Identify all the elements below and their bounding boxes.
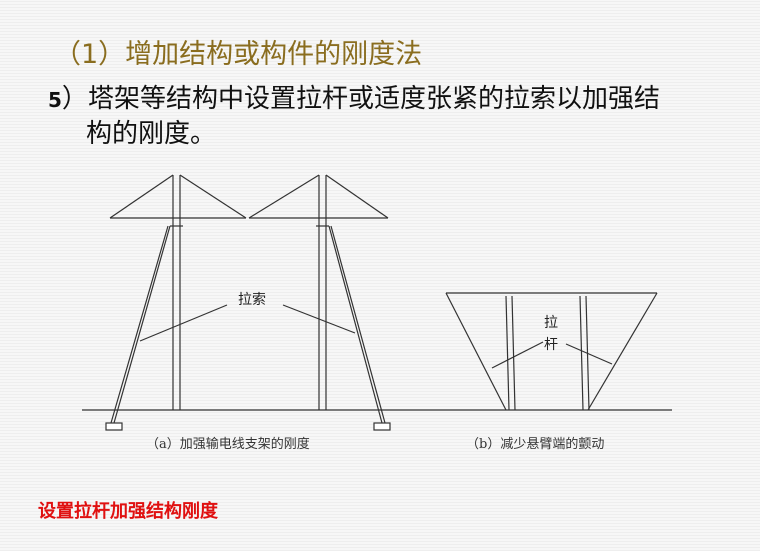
leader-cable-left (139, 304, 228, 342)
point-line-1: 5）塔架等结构中设置拉杆或适度张紧的拉索以加强结 (48, 84, 660, 114)
point-bracket: ） (61, 84, 88, 114)
point-number: 5 (48, 88, 62, 112)
tower-left (109, 174, 247, 410)
tower-right (248, 174, 389, 410)
guy-cable-left (105, 225, 171, 431)
point-text-2: 构的刚度。 (86, 119, 217, 149)
caption-a: （a）加强输电线支架的刚度 (146, 436, 310, 452)
point-5: 5）塔架等结构中设置拉杆或适度张紧的拉索以加强结 构的刚度。 (48, 82, 748, 151)
label-guy-cable: 拉索 (238, 291, 266, 308)
slide-title: （1）增加结构或构件的刚度法 (54, 39, 423, 70)
conclusion-text: 设置拉杆加强结构刚度 (38, 501, 218, 522)
guy-cable-right (328, 225, 391, 431)
label-tie-rod-2: 杆 (544, 337, 558, 353)
point-text-1: 塔架等结构中设置拉杆或适度张紧的拉索以加强结 (87, 84, 660, 114)
leader-cable-right (282, 304, 356, 334)
caption-b: （b）减少悬臂端的颤动 (466, 436, 604, 452)
tie-rod-right (565, 343, 613, 365)
tie-rod-left (491, 341, 544, 369)
label-tie-rod-1: 拉 (544, 315, 558, 331)
